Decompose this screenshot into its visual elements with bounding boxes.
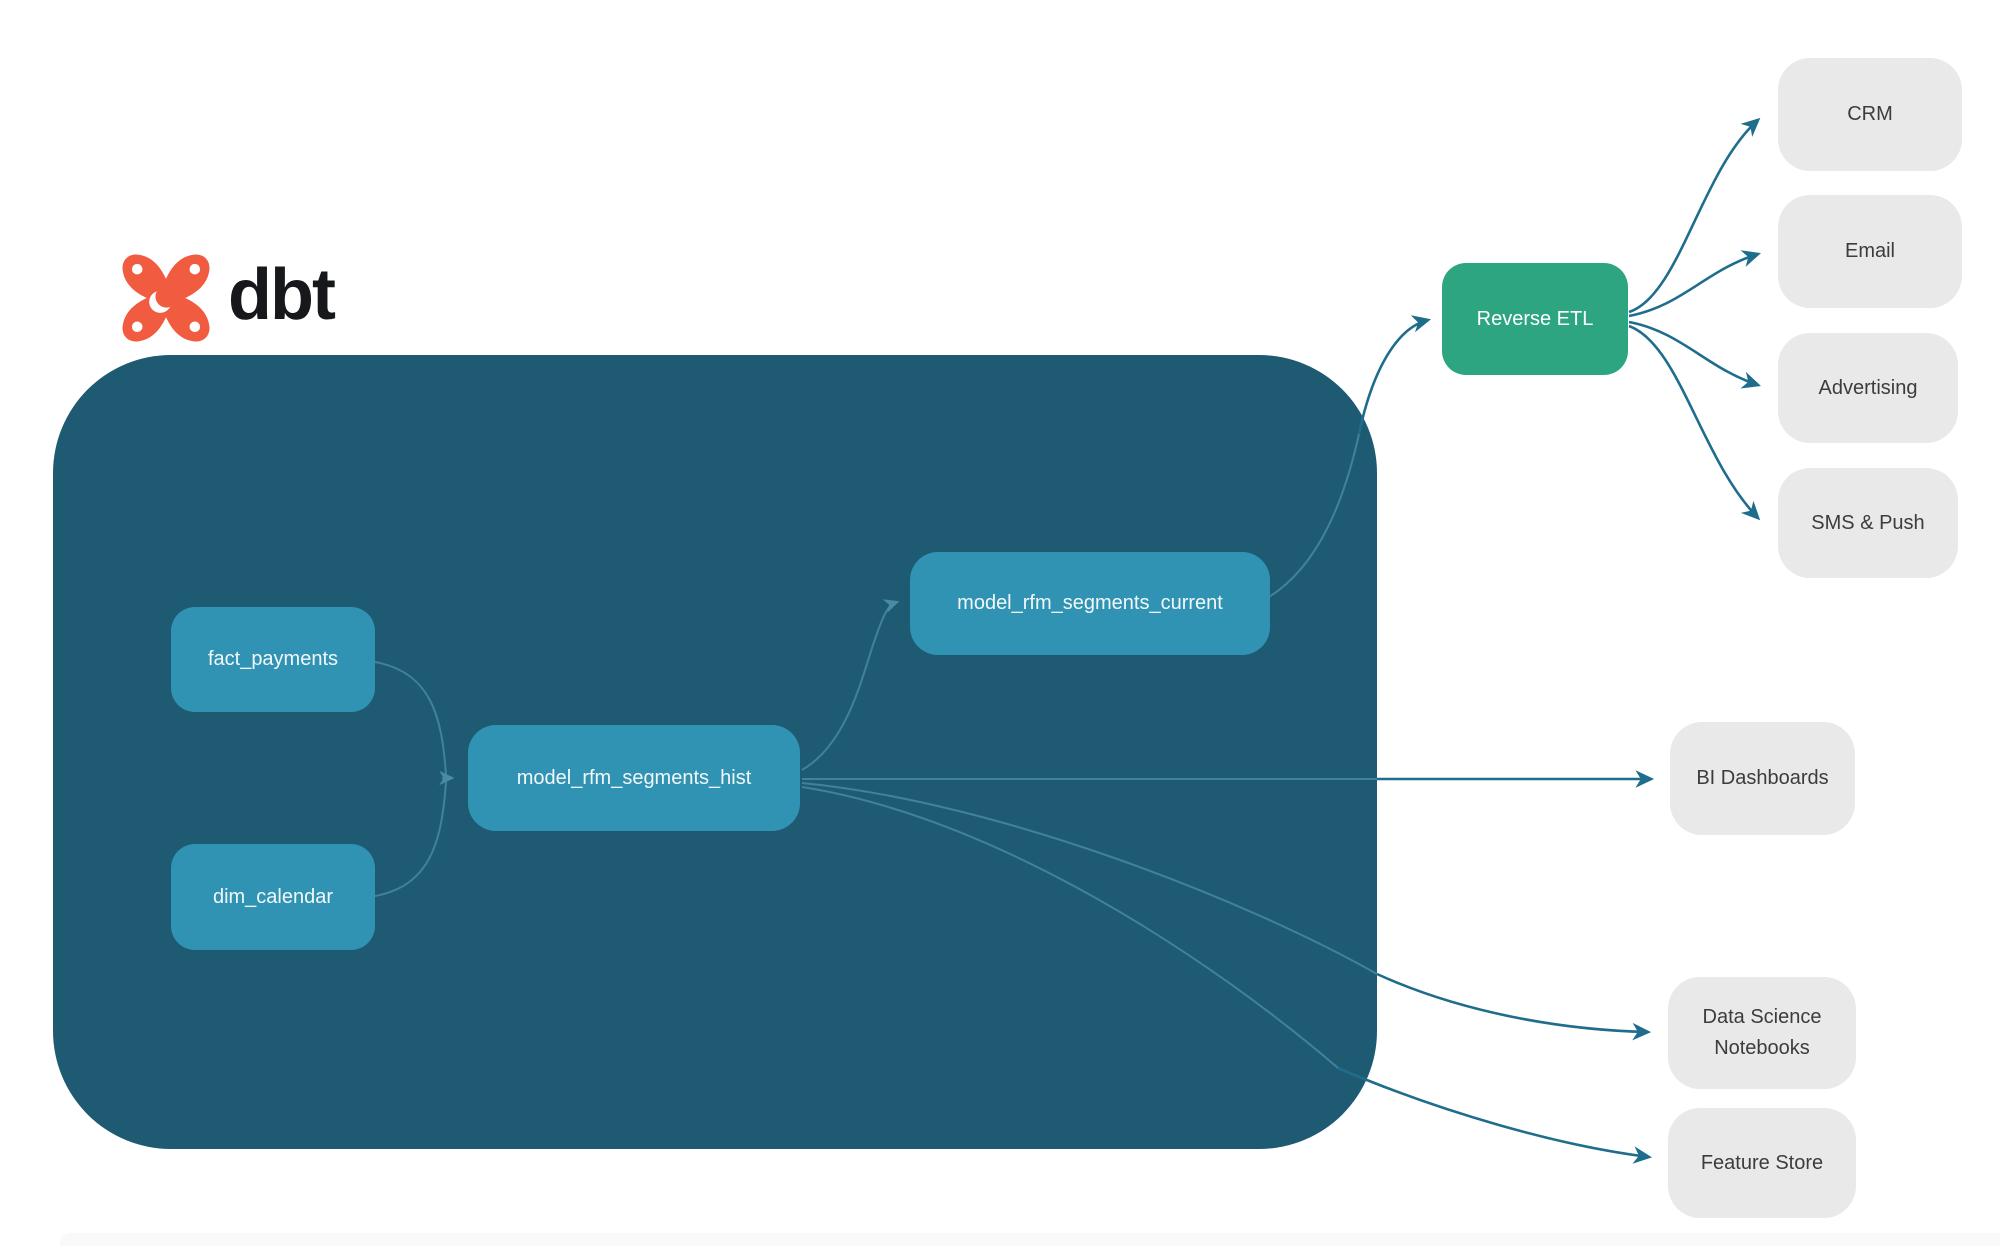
bottom-edge-band: [60, 1233, 2000, 1246]
dest-label: Data Science Notebooks: [1702, 1006, 1822, 1059]
edge-current-to-retl: [1357, 315, 1432, 435]
dbt-wordmark: dbt: [228, 255, 336, 335]
node-model-rfm-segments-hist: model_rfm_segments_hist: [468, 725, 800, 831]
dest-bi-dashboards: BI Dashboards: [1670, 722, 1855, 835]
dest-data-science-notebooks: Data Science Notebooks: [1668, 977, 1856, 1089]
dest-label: Advertising: [1818, 376, 1918, 399]
node-reverse-etl: Reverse ETL: [1442, 263, 1628, 375]
node-label: dim_calendar: [212, 885, 334, 908]
node-label: Reverse ETL: [1476, 307, 1594, 330]
node-dim-calendar: dim_calendar: [171, 844, 375, 950]
node-model-rfm-segments-current: model_rfm_segments_current: [910, 552, 1270, 655]
dbt-logo: dbt: [118, 250, 336, 346]
edge-hist-to-ds: [1376, 972, 1652, 1041]
dbt-logo-icon: [122, 254, 210, 342]
edge-retl-to-crm: [1628, 117, 1761, 314]
edge-retl-to-advertising: [1628, 320, 1761, 389]
edge-hist-to-fs: [1337, 1066, 1653, 1164]
node-label: fact_payments: [207, 648, 339, 670]
dest-label: BI Dashboards: [1696, 767, 1829, 789]
dest-label: CRM: [1847, 103, 1893, 125]
edge-retl-to-email: [1628, 250, 1761, 318]
dest-email: Email: [1778, 195, 1962, 308]
node-fact-payments: fact_payments: [171, 607, 375, 712]
dest-label: Feature Store: [1700, 1151, 1824, 1174]
dest-crm: CRM: [1778, 58, 1962, 171]
dest-label: Email: [1844, 240, 1895, 262]
node-label: model_rfm_segments_current: [957, 592, 1223, 614]
node-label: model_rfm_segments_hist: [516, 766, 752, 789]
dest-advertising: Advertising: [1778, 333, 1958, 443]
edge-retl-to-sms: [1628, 324, 1761, 521]
dest-sms-push: SMS & Push: [1778, 468, 1958, 578]
dest-label: SMS & Push: [1811, 511, 1925, 534]
dest-feature-store: Feature Store: [1668, 1108, 1856, 1218]
